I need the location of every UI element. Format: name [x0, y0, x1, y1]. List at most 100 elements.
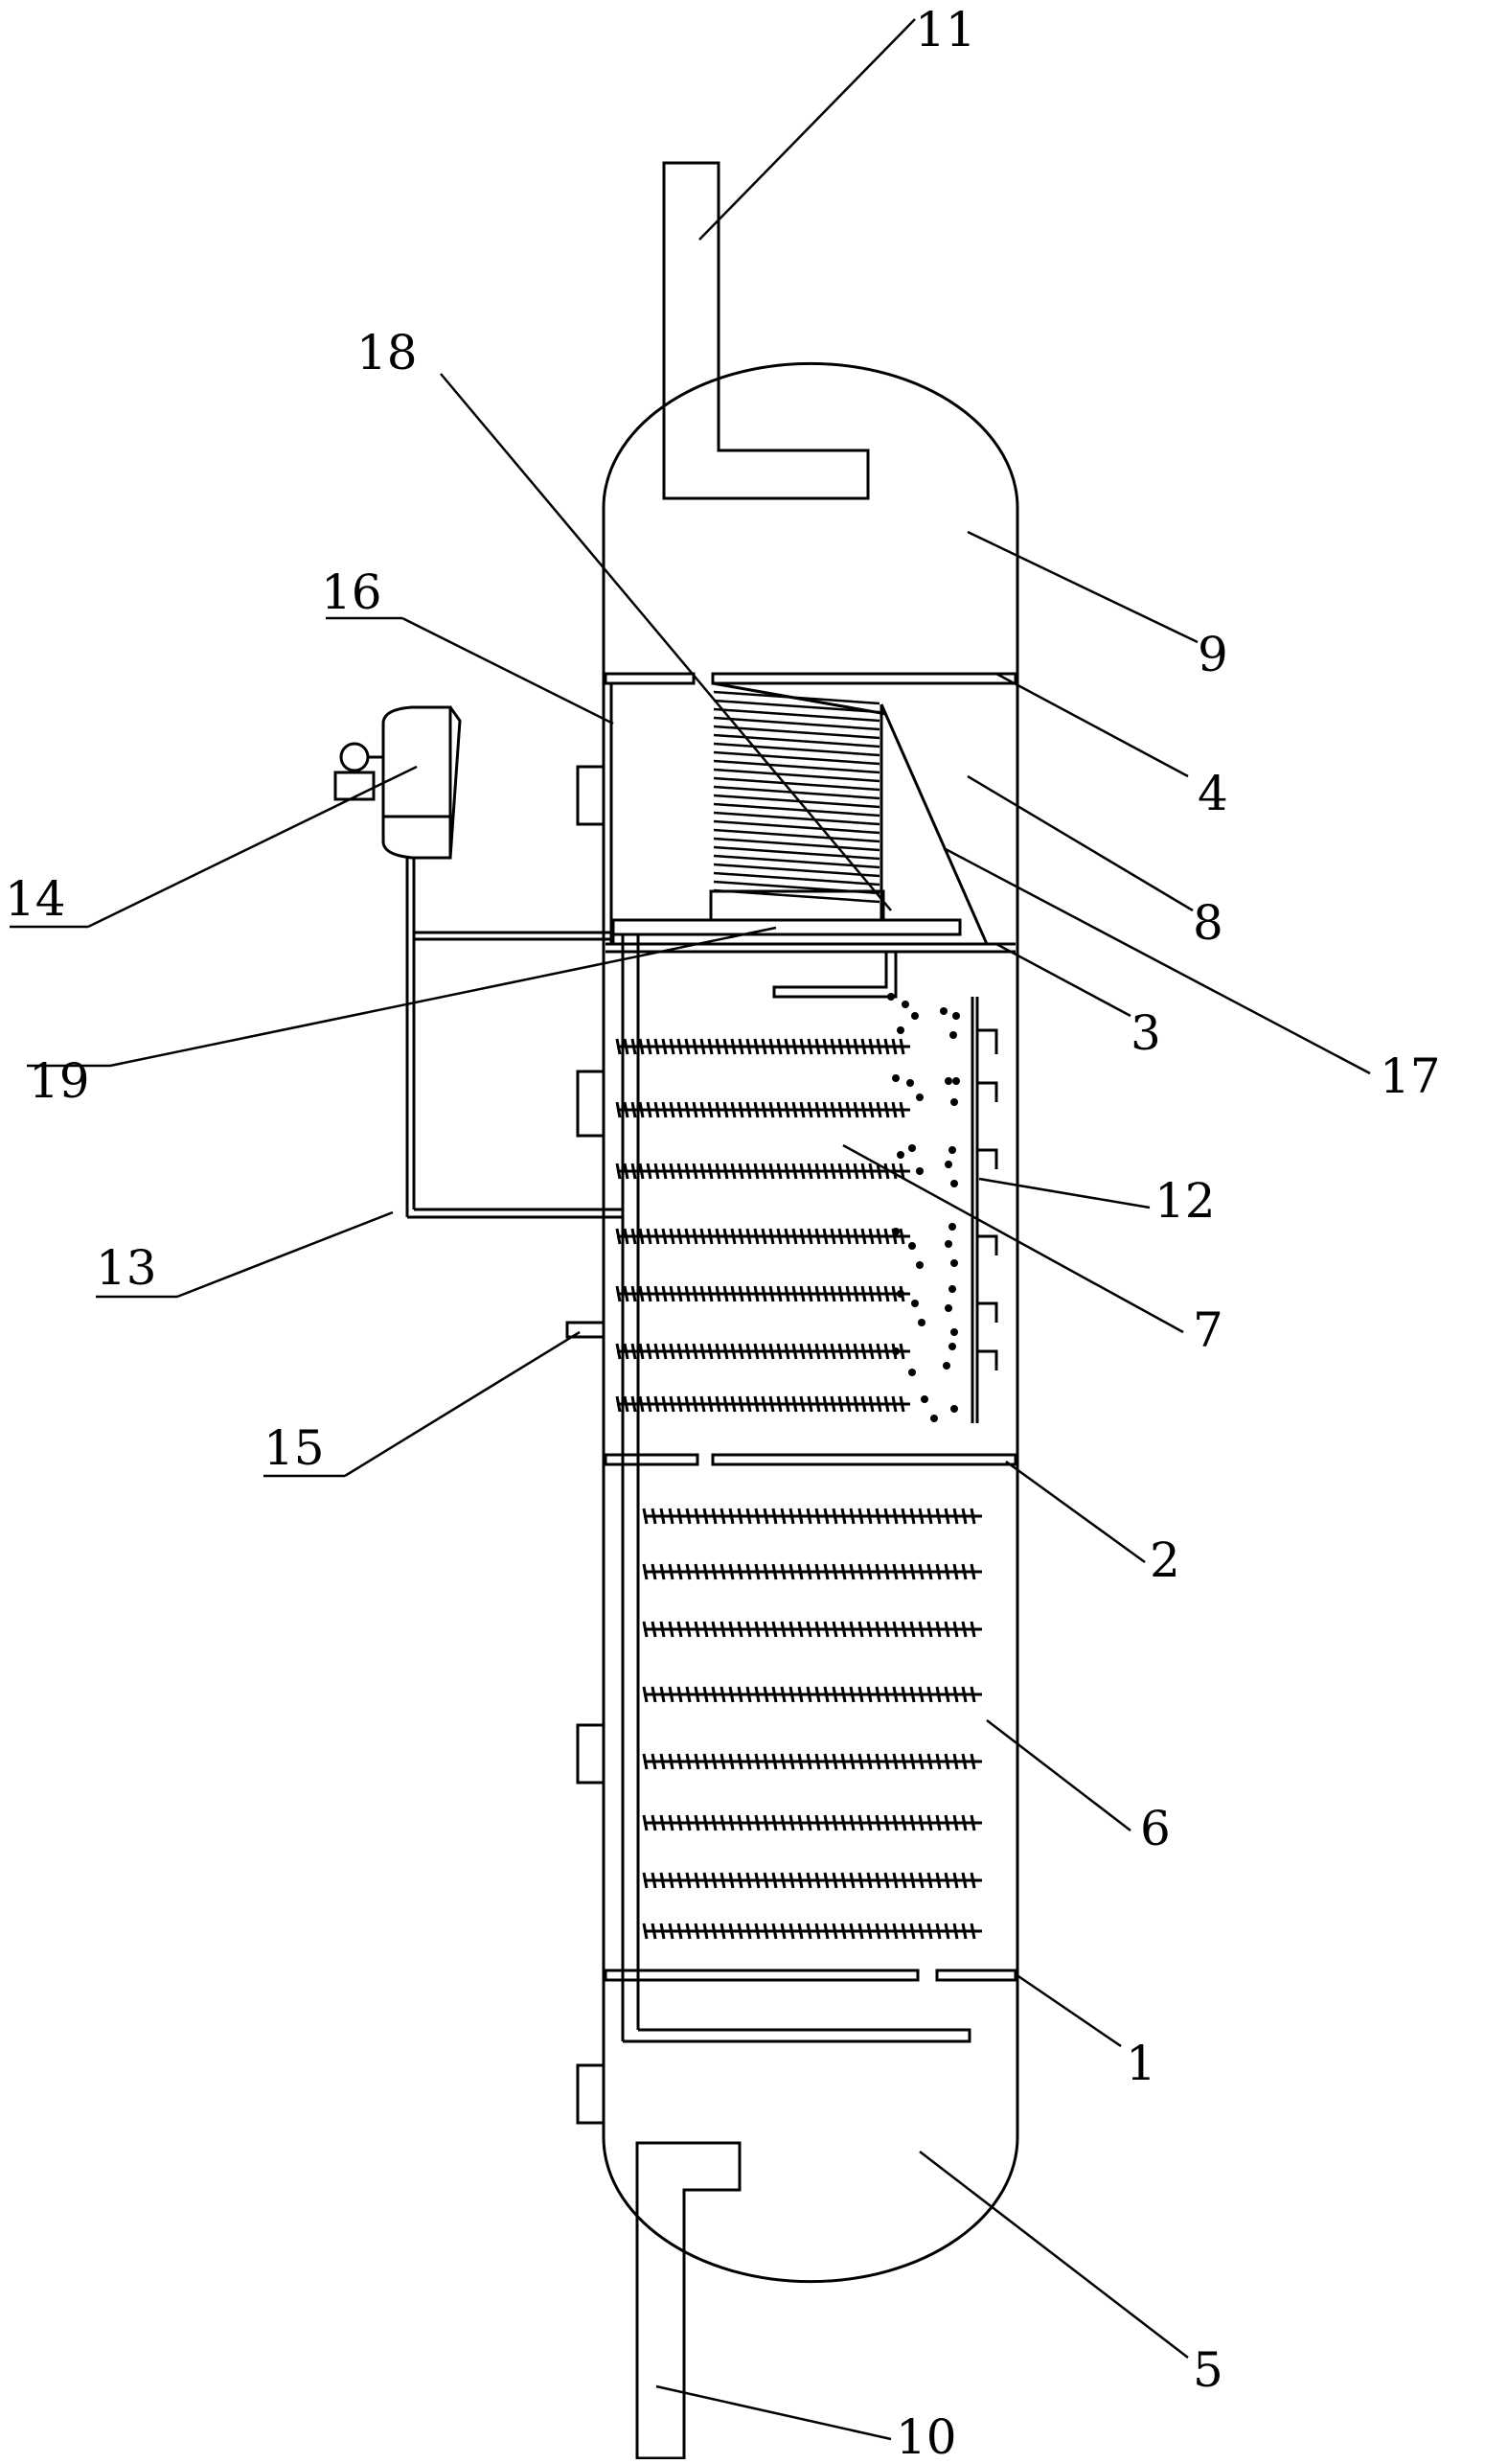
filler-fiber — [676, 1563, 683, 1580]
filler-fiber — [651, 1872, 657, 1889]
filler-fiber — [668, 1621, 674, 1638]
filler-fiber — [849, 1923, 856, 1940]
filler-fiber — [868, 1285, 875, 1302]
label-4: 4 — [1198, 766, 1228, 821]
filler-fiber — [822, 1101, 829, 1118]
filler-fiber — [642, 1923, 649, 1940]
label-18: 18 — [356, 325, 418, 380]
settler-top-edge — [712, 681, 887, 716]
filler-fiber — [761, 1163, 767, 1180]
filler-fiber — [730, 1343, 737, 1360]
filler-fiber — [763, 1621, 769, 1638]
filler-fiber — [866, 1923, 873, 1940]
filler-fiber — [653, 1101, 660, 1118]
filler-fiber — [676, 1621, 683, 1638]
filler-fiber — [876, 1343, 882, 1360]
bubble — [892, 1074, 900, 1082]
filler-fiber — [737, 1814, 743, 1831]
filler-fiber — [754, 1686, 761, 1703]
filler-fiber — [849, 1814, 856, 1831]
filler-fiber — [830, 1285, 836, 1302]
label-5: 5 — [1193, 2342, 1223, 2398]
filler-fiber — [883, 1285, 890, 1302]
filler-fiber — [753, 1163, 760, 1180]
bubble — [952, 1012, 960, 1020]
filler-fiber — [926, 1508, 933, 1525]
filler-fiber — [651, 1923, 657, 1940]
filler-fiber — [791, 1163, 798, 1180]
filler-fiber — [806, 1686, 812, 1703]
filler-fiber — [814, 1395, 821, 1413]
filler-fiber — [830, 1101, 836, 1118]
filler-fiber — [797, 1814, 804, 1831]
filler-fiber — [623, 1228, 629, 1245]
filler-fiber — [840, 1563, 847, 1580]
filler-fiber — [745, 1101, 752, 1118]
filler-fiber — [685, 1923, 692, 1940]
filler-fiber — [745, 1163, 752, 1180]
filler-fiber — [876, 1285, 882, 1302]
label-16: 16 — [321, 564, 382, 620]
bubble — [940, 1007, 948, 1015]
filler-fiber — [638, 1285, 645, 1302]
filler-fiber — [651, 1508, 657, 1525]
filler-fiber — [702, 1508, 709, 1525]
filler-fiber — [720, 1923, 726, 1940]
label-7: 7 — [1193, 1302, 1223, 1358]
filler-fiber — [668, 1872, 674, 1889]
filler-fiber — [952, 1686, 959, 1703]
filler-fiber — [711, 1814, 718, 1831]
bubble — [918, 1319, 925, 1326]
filler-fiber — [661, 1343, 668, 1360]
filler-fiber — [860, 1285, 867, 1302]
filler-fiber — [868, 1101, 875, 1118]
filler-fiber — [926, 1872, 933, 1889]
filler-fiber — [659, 1872, 666, 1889]
filler-fiber — [676, 1814, 683, 1831]
settler-plate — [713, 716, 880, 731]
filler-fiber — [799, 1343, 806, 1360]
label-12: 12 — [1154, 1173, 1216, 1229]
filler-fiber — [702, 1563, 709, 1580]
filler-fiber — [668, 1923, 674, 1940]
filler-fiber — [823, 1872, 830, 1889]
filler-fiber — [761, 1395, 767, 1413]
filler-fiber — [722, 1395, 729, 1413]
filler-fiber — [814, 1686, 821, 1703]
filler-fiber — [737, 1753, 743, 1770]
filler-fiber — [791, 1228, 798, 1245]
filler-fiber — [807, 1395, 813, 1413]
filler-fiber — [720, 1508, 726, 1525]
filler-fiber — [715, 1343, 721, 1360]
filler-fiber — [763, 1814, 769, 1831]
filler-fiber — [875, 1508, 881, 1525]
filler-fiber — [814, 1872, 821, 1889]
filler-fiber — [692, 1285, 698, 1302]
plate-1 — [604, 1969, 1017, 1982]
filler-fiber — [694, 1508, 700, 1525]
filler-media-7 — [615, 1038, 910, 1413]
filler-fiber — [659, 1686, 666, 1703]
bubble — [892, 1228, 900, 1235]
filler-fiber — [970, 1923, 976, 1940]
filler-fiber — [883, 1508, 890, 1525]
filler-fiber — [763, 1872, 769, 1889]
filler-fiber — [961, 1563, 968, 1580]
bubble — [950, 1405, 958, 1413]
settler-plate — [713, 742, 880, 757]
filler-fiber — [745, 1508, 752, 1525]
filler-fiber — [720, 1621, 726, 1638]
filler-fiber — [685, 1621, 692, 1638]
filler-fiber — [692, 1038, 698, 1055]
filler-fiber — [944, 1872, 950, 1889]
filler-fiber — [615, 1038, 622, 1055]
filler-fiber — [669, 1395, 675, 1413]
filler-fiber — [830, 1228, 836, 1245]
filler-fiber — [661, 1395, 668, 1413]
filler-fiber — [768, 1038, 775, 1055]
filler-fiber — [952, 1923, 959, 1940]
filler-fiber — [630, 1395, 637, 1413]
filler-fiber — [753, 1285, 760, 1302]
filler-row — [642, 1563, 982, 1580]
bubble — [916, 1094, 924, 1101]
